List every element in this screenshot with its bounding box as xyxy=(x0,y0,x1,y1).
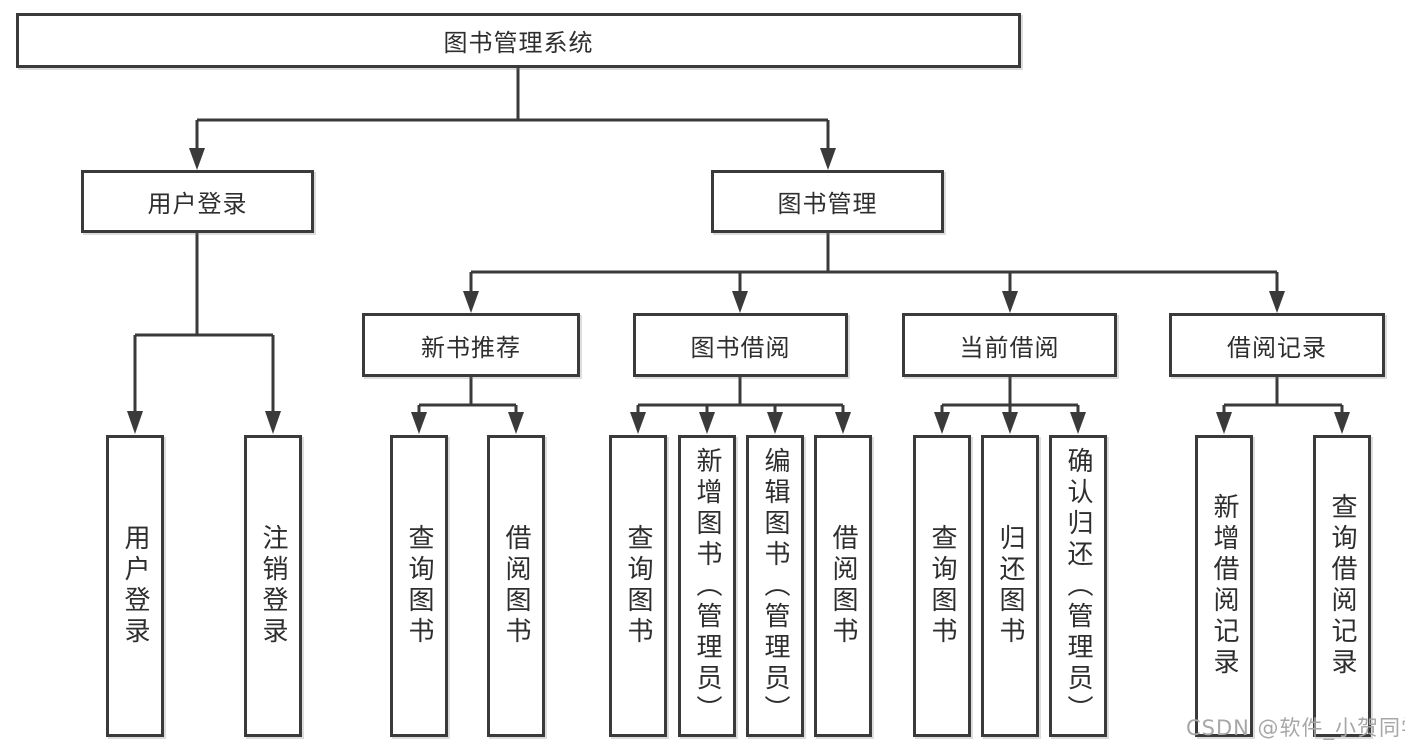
leaf-return-books-label: 归还图书 xyxy=(995,524,1025,648)
leaf-user-login: 用户登录 xyxy=(106,435,164,737)
leaf-query-books-1: 查询图书 xyxy=(390,435,448,737)
leaf-add-borrow-record-label: 新增借阅记录 xyxy=(1209,493,1239,679)
leaf-edit-books-admin-label: 编辑图书（管理员） xyxy=(760,446,790,726)
leaf-query-books-2: 查询图书 xyxy=(609,435,667,737)
arrowhead-icons xyxy=(127,148,1350,434)
node-book-borrowing: 图书借阅 xyxy=(633,313,848,377)
node-borrowing-records-label: 借阅记录 xyxy=(1227,333,1327,362)
leaf-logout-label: 注销登录 xyxy=(258,524,288,648)
root-node-label: 图书管理系统 xyxy=(443,29,594,57)
node-borrowing-records: 借阅记录 xyxy=(1169,313,1385,377)
leaf-borrow-books-2: 借阅图书 xyxy=(814,435,872,737)
node-user-login-label: 用户登录 xyxy=(147,190,248,218)
leaf-borrow-books-1-label: 借阅图书 xyxy=(501,524,531,648)
node-current-borrowing: 当前借阅 xyxy=(902,313,1117,377)
leaf-borrow-books-1: 借阅图书 xyxy=(487,435,545,737)
leaf-confirm-return-admin-label: 确认归还（管理员） xyxy=(1063,446,1093,726)
leaf-query-borrow-record: 查询借阅记录 xyxy=(1313,435,1371,737)
leaf-edit-books-admin: 编辑图书（管理员） xyxy=(746,435,804,737)
node-current-borrowing-label: 当前借阅 xyxy=(959,333,1060,362)
leaf-query-books-2-label: 查询图书 xyxy=(623,524,653,648)
leaf-user-login-label: 用户登录 xyxy=(120,524,150,648)
leaf-add-borrow-record: 新增借阅记录 xyxy=(1195,435,1253,737)
leaf-logout: 注销登录 xyxy=(244,435,302,737)
csdn-watermark: CSDN @软件_小贺同学 xyxy=(1186,716,1405,740)
node-user-login: 用户登录 xyxy=(81,170,314,233)
leaf-query-books-3: 查询图书 xyxy=(913,435,971,737)
node-new-book-recommend-label: 新书推荐 xyxy=(421,333,521,362)
leaf-query-books-3-label: 查询图书 xyxy=(927,524,957,648)
leaf-add-books-admin: 新增图书（管理员） xyxy=(678,435,736,737)
leaf-confirm-return-admin: 确认归还（管理员） xyxy=(1049,435,1107,737)
leaf-add-books-admin-label: 新增图书（管理员） xyxy=(692,446,722,726)
node-new-book-recommend: 新书推荐 xyxy=(362,313,580,377)
node-book-borrowing-label: 图书借阅 xyxy=(690,333,791,362)
leaf-query-borrow-record-label: 查询借阅记录 xyxy=(1327,493,1357,679)
node-book-management: 图书管理 xyxy=(711,170,944,233)
leaf-query-books-1-label: 查询图书 xyxy=(404,524,434,648)
leaf-borrow-books-2-label: 借阅图书 xyxy=(828,524,858,648)
leaf-return-books: 归还图书 xyxy=(981,435,1039,737)
root-node-library-system: 图书管理系统 xyxy=(16,13,1021,68)
node-book-management-label: 图书管理 xyxy=(777,190,878,218)
